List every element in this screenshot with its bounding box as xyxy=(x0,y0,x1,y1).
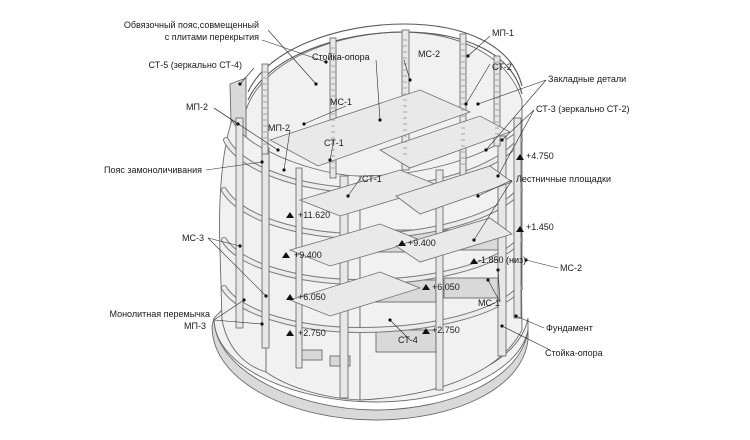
elevation-4750: +4.750 xyxy=(526,151,554,161)
label-ms2-top: МС-2 xyxy=(418,49,440,59)
label-ms1-top: МС-1 xyxy=(330,97,352,107)
leader-dot xyxy=(496,268,500,272)
leader-dot xyxy=(242,298,246,302)
stair-landings xyxy=(268,89,513,317)
label-mp2-inner: МП-2 xyxy=(268,123,290,133)
label-stoyka-bottom: Стойка-опора xyxy=(545,348,603,358)
elevation-markers xyxy=(282,154,524,336)
leader-dot xyxy=(238,244,242,248)
label-ms1-bottom: МС-1 xyxy=(478,298,500,308)
label-st2: СТ-2 xyxy=(492,62,512,72)
label-fundament: Фундамент xyxy=(546,323,593,333)
elevation-1450: +1.450 xyxy=(526,222,554,232)
leader-dot xyxy=(388,318,392,322)
leader-dot xyxy=(346,194,350,198)
leader-dot xyxy=(496,174,500,178)
leader-dot xyxy=(476,194,480,198)
elevation-9400-left: +9.400 xyxy=(294,250,322,260)
elevation-labels: +4.750 +1.450 +11.620 +9.400 +9.400 -1.8… xyxy=(294,151,554,338)
label-st3: СТ-3 (зеркально СТ-2) xyxy=(536,104,630,114)
label-mp1: МП-1 xyxy=(492,28,514,38)
elevation-9400-center: +9.400 xyxy=(408,238,436,248)
leader-dot xyxy=(324,60,328,64)
leader-dot xyxy=(260,322,264,326)
elevation-2750-right: +2.750 xyxy=(432,325,460,335)
label-st1-b: СТ-1 xyxy=(362,174,382,184)
leader-dot xyxy=(236,122,240,126)
leader-dot xyxy=(328,158,332,162)
leader-dot xyxy=(378,118,382,122)
leader-dot xyxy=(484,148,488,152)
label-st1-a: СТ-1 xyxy=(324,138,344,148)
leader-dot xyxy=(464,102,468,106)
leader-dot xyxy=(500,324,504,328)
ladder-details xyxy=(263,39,499,169)
leader-dot xyxy=(264,294,268,298)
leader-lines xyxy=(205,29,559,351)
elevation-minus1850: -1.850 (низ) xyxy=(478,255,526,265)
label-mono-line1: Монолитная перемычка xyxy=(109,309,210,319)
label-zaklad: Закладные детали xyxy=(548,74,626,84)
elevation-11620: +11.620 xyxy=(298,210,330,220)
leader-dot xyxy=(238,82,242,86)
label-obvyaz-line2: с плитами перекрытия xyxy=(165,32,259,42)
leader-dot xyxy=(466,54,470,58)
leader-dot xyxy=(260,160,264,164)
elevation-6050-right: +6.050 xyxy=(432,282,460,292)
leader-dots xyxy=(236,54,528,328)
leader-dot xyxy=(524,258,528,262)
leader-dot xyxy=(276,148,280,152)
leader-dot xyxy=(282,168,286,172)
leader-dot xyxy=(472,238,476,242)
callout-labels: Обвязочный пояс,совмещенный с плитами пе… xyxy=(104,20,630,358)
label-ms2-right: МС-2 xyxy=(560,263,582,273)
leader-dot xyxy=(302,122,306,126)
label-mp2-left: МП-2 xyxy=(186,102,208,112)
label-lestn: Лестничные площадки xyxy=(516,174,611,184)
label-mono-line2: МП-3 xyxy=(184,321,206,331)
label-ms3: МС-3 xyxy=(182,233,204,243)
leader-dot xyxy=(514,314,518,318)
label-stoyka-top: Стойка-опора xyxy=(312,52,370,62)
elevation-6050-left: +6.050 xyxy=(298,292,326,302)
leader-dot xyxy=(476,102,480,106)
leader-dot xyxy=(486,278,490,282)
label-poyas: Пояс замоноличивания xyxy=(104,165,202,175)
leader-dot xyxy=(314,82,318,86)
label-st4: СТ-4 xyxy=(398,335,418,345)
leader-dot xyxy=(408,78,412,82)
leader-dot xyxy=(500,138,504,142)
opening xyxy=(299,349,323,361)
label-st5: СТ-5 (зеркально СТ-4) xyxy=(149,60,243,70)
elevation-2750-left: +2.750 xyxy=(298,328,326,338)
label-obvyaz-line1: Обвязочный пояс,совмещенный xyxy=(124,20,259,30)
